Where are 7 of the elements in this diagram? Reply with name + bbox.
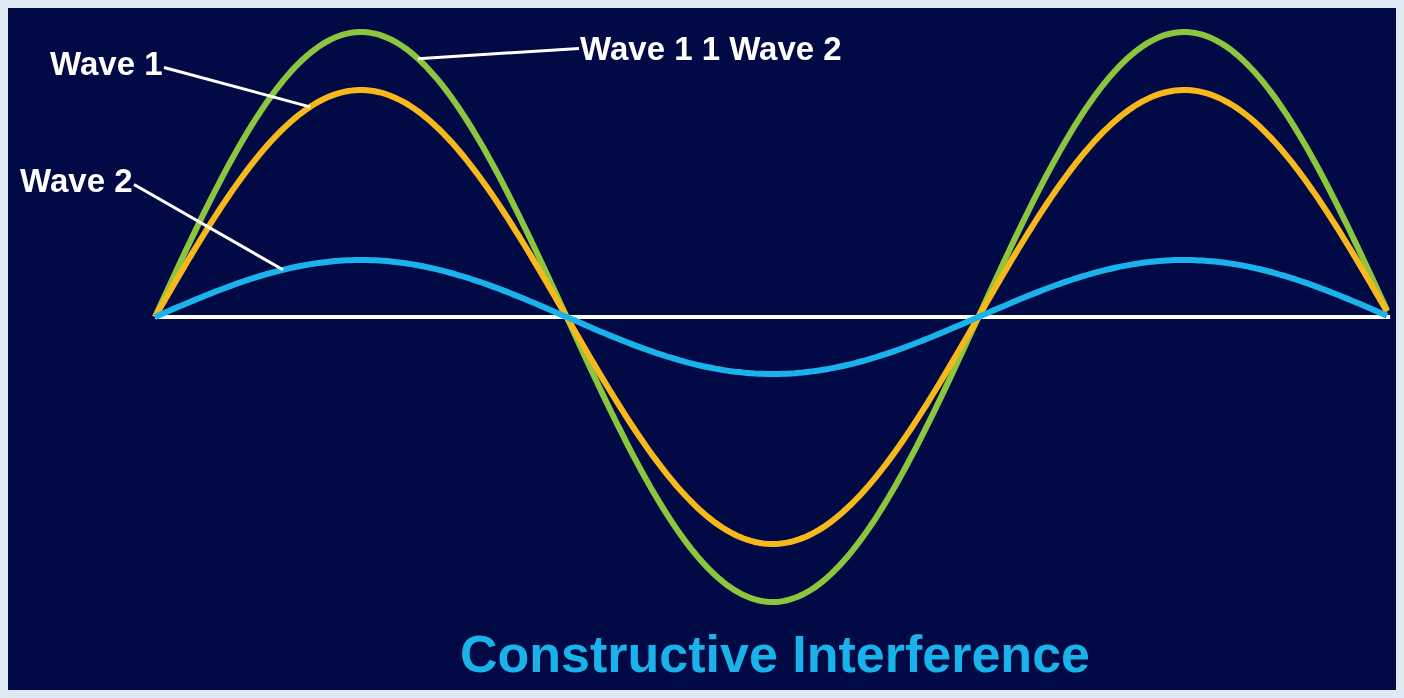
wave-label: Wave 1 [50,47,163,80]
leader-line [417,47,580,61]
leader-line [163,66,311,109]
leader-line [133,183,284,272]
wave-label: Wave 1 1 Wave 2 [580,32,842,65]
diagram-title: Constructive Interference [460,628,1090,680]
wave-label: Wave 2 [20,164,133,197]
